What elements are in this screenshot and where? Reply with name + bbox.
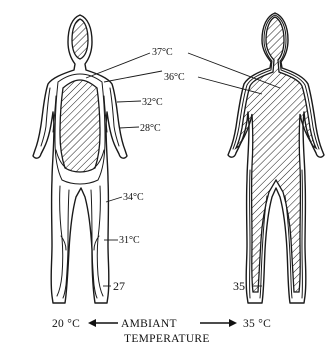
warm-figure xyxy=(228,13,324,303)
caption-ambiant: AMBIANT xyxy=(121,318,177,330)
cold-figure xyxy=(33,15,127,303)
caption: 20 °C AMBIANT 35 °C TEMPERATURE xyxy=(52,318,271,345)
cold-head-core xyxy=(72,19,88,59)
caption-low-temp: 20 °C xyxy=(52,318,80,330)
label-warm-ambient: 35 xyxy=(233,279,245,293)
label-37c: 37°C xyxy=(152,47,173,58)
label-31c: 31°C xyxy=(119,235,140,246)
label-36c: 36°C xyxy=(164,72,185,83)
label-28c: 28°C xyxy=(140,123,161,134)
caption-high-temp: 35 °C xyxy=(243,318,271,330)
cold-trunk-core xyxy=(60,80,100,172)
label-34c: 34°C xyxy=(123,192,144,203)
caption-temperature: TEMPERATURE xyxy=(124,333,210,345)
label-32c: 32°C xyxy=(142,97,163,108)
label-cold-ambient: 27 xyxy=(113,279,125,293)
